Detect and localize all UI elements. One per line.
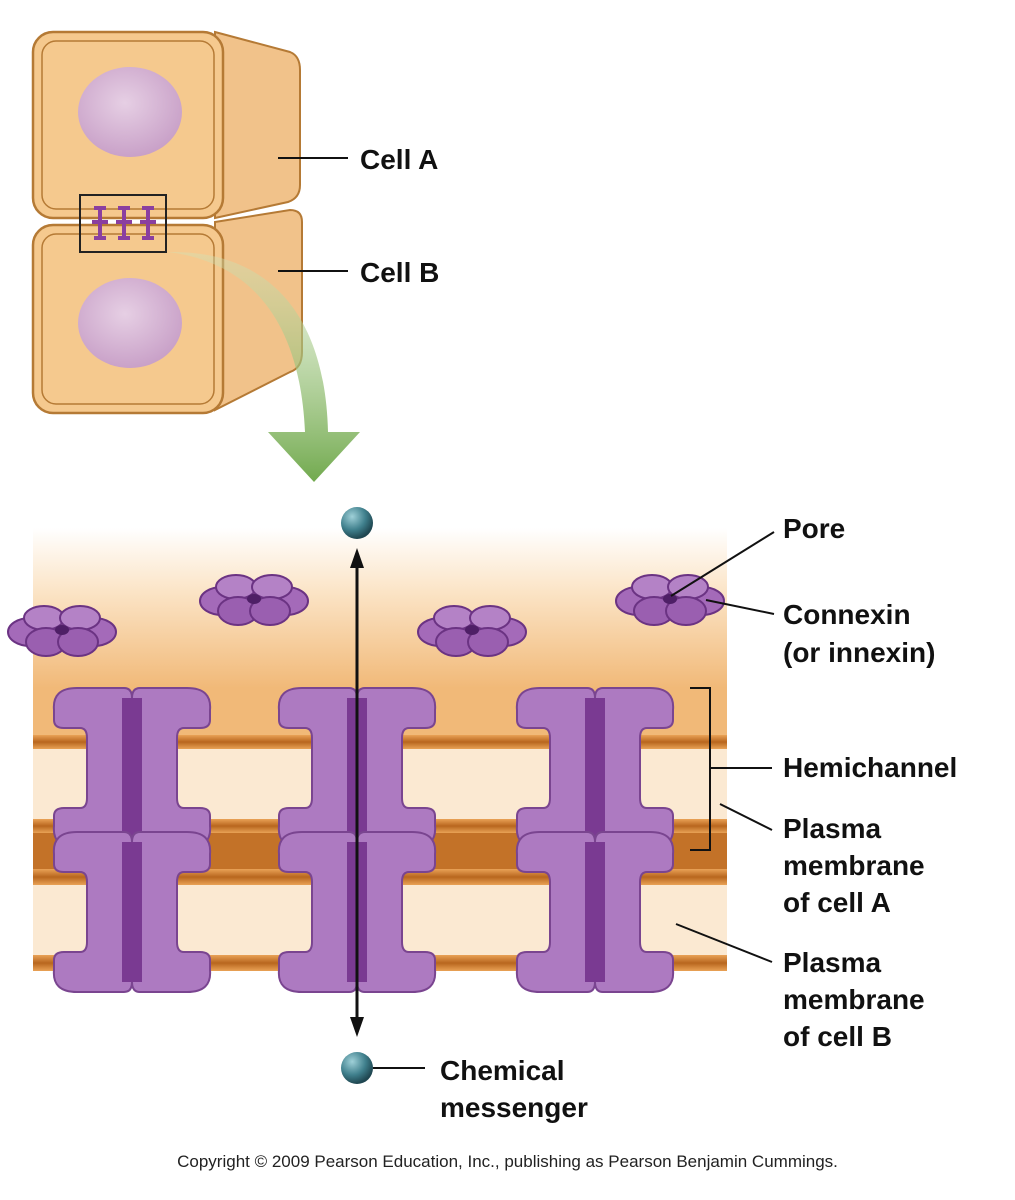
messenger-ball-bottom bbox=[341, 1052, 373, 1084]
leader-lines bbox=[278, 157, 775, 1069]
label-connexin-alt: (or innexin) bbox=[783, 637, 936, 668]
label-plasma-a-line3: of cell A bbox=[783, 887, 891, 918]
label-plasma-b-line2: membrane bbox=[783, 984, 925, 1015]
cell-a bbox=[31, 30, 301, 220]
copyright-notice: Copyright © 2009 Pearson Education, Inc.… bbox=[177, 1152, 838, 1171]
nucleus-a bbox=[78, 67, 182, 157]
label-plasma-b-line1: Plasma bbox=[783, 947, 882, 978]
junction-marks bbox=[92, 206, 156, 240]
label-connexin: Connexin bbox=[783, 599, 911, 630]
label-plasma-a-line1: Plasma bbox=[783, 813, 882, 844]
label-pore: Pore bbox=[783, 513, 846, 544]
magnify-box bbox=[79, 194, 167, 253]
zoom-arrow bbox=[168, 251, 360, 482]
label-plasma-b-line3: of cell B bbox=[783, 1021, 892, 1052]
messenger-ball-top bbox=[341, 507, 373, 539]
label-plasma-a-line2: membrane bbox=[783, 850, 925, 881]
cell-b bbox=[31, 208, 303, 415]
label-cell-b: Cell B bbox=[360, 257, 440, 288]
label-messenger-line1: Chemical bbox=[440, 1055, 565, 1086]
label-messenger-line2: messenger bbox=[440, 1092, 588, 1123]
label-cell-a: Cell A bbox=[360, 144, 439, 175]
label-hemichannel: Hemichannel bbox=[783, 752, 958, 783]
nucleus-b bbox=[78, 278, 182, 368]
